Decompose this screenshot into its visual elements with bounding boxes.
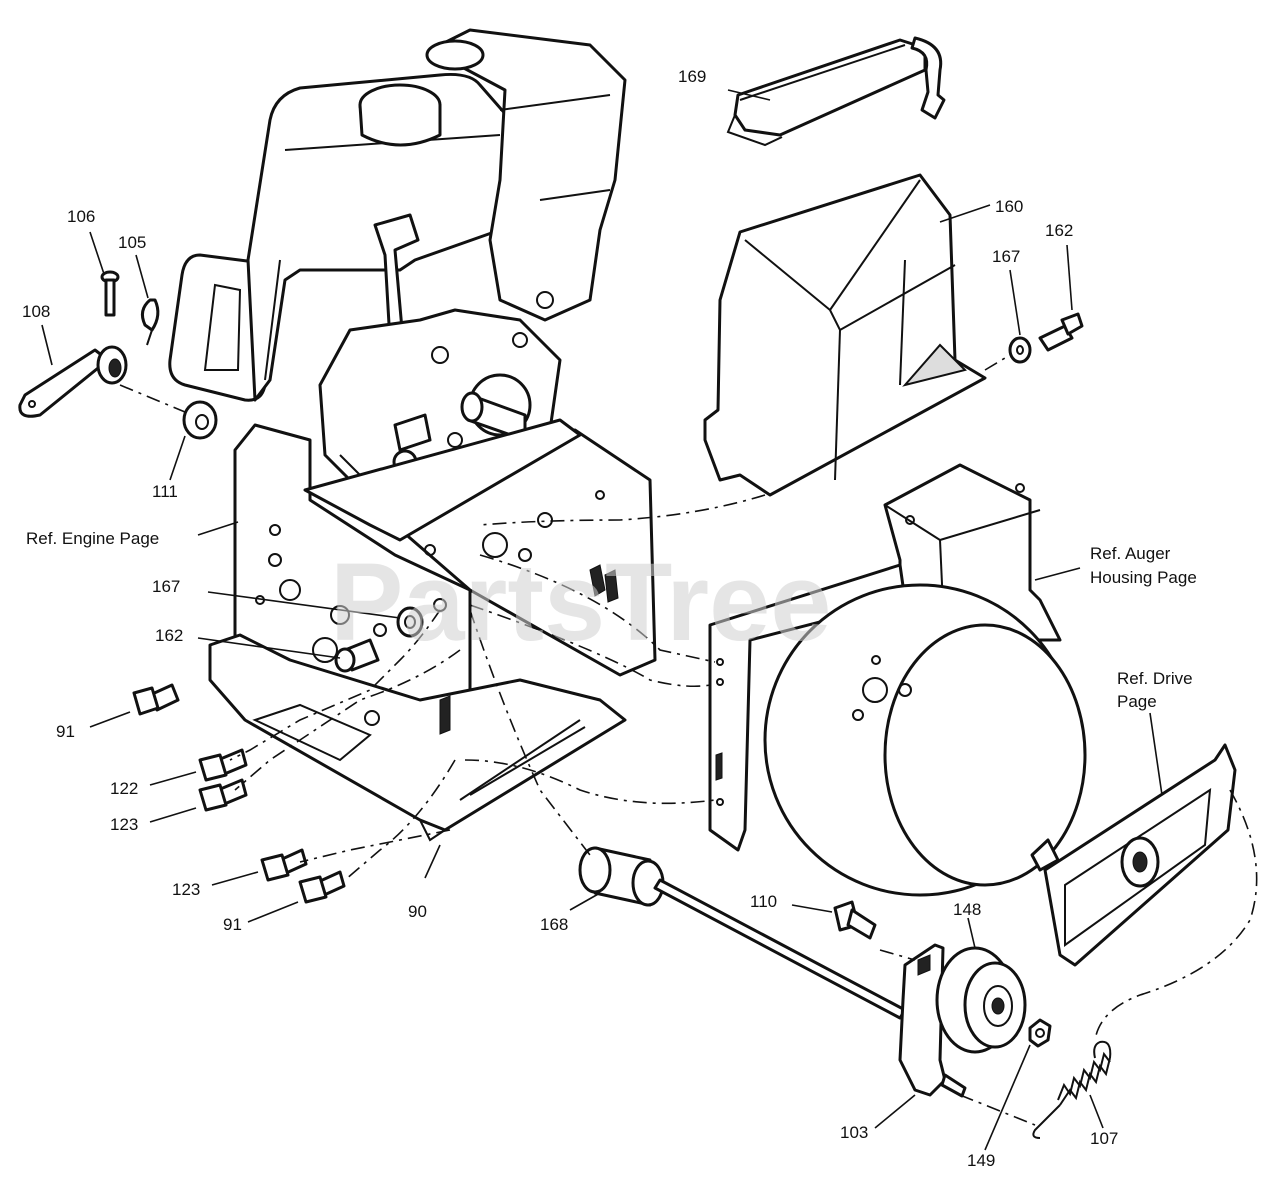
- idler-pulley-148: [935, 946, 1027, 1054]
- assembly-paths: [119, 354, 1258, 1126]
- label-169: 169: [678, 67, 706, 86]
- label-106: 106: [67, 207, 95, 226]
- washer-111: [182, 400, 218, 440]
- label-162-top: 162: [1045, 221, 1073, 240]
- label-148: 148: [953, 900, 981, 919]
- label-103: 103: [840, 1123, 868, 1142]
- label-90: 90: [408, 902, 427, 921]
- label-ref-auger-line2: Housing Page: [1090, 568, 1197, 587]
- label-123-lower: 123: [172, 880, 200, 899]
- label-149: 149: [967, 1151, 995, 1170]
- label-123-upper: 123: [110, 815, 138, 834]
- label-ref-drive-line1: Ref. Drive: [1117, 669, 1193, 688]
- engine: [168, 28, 627, 502]
- bolt-110: [833, 900, 877, 940]
- idler-rod: [653, 878, 907, 1020]
- drive-plate: [1030, 743, 1237, 967]
- spacer-168: [578, 846, 665, 907]
- label-91-left: 91: [56, 722, 75, 741]
- label-110: 110: [750, 892, 777, 911]
- label-160: 160: [995, 197, 1023, 216]
- washer-167-frame: [396, 606, 424, 638]
- nut-149: [1028, 1018, 1052, 1048]
- label-111: 111: [152, 482, 178, 501]
- label-91-lower: 91: [223, 915, 242, 934]
- hairpin-clip-105: [140, 298, 160, 346]
- leader-lines: [41, 89, 1163, 1151]
- frame-90: [208, 418, 657, 842]
- pin-106: [100, 270, 120, 317]
- belt-cover-169: [726, 36, 946, 147]
- bolt-91-left: [132, 683, 180, 716]
- part-labels: 169 160 162 167 106 105 108 111 Ref. Eng…: [22, 67, 1197, 1170]
- bolt-162-frame: [334, 638, 380, 673]
- bracket-108: [18, 345, 128, 418]
- label-105: 105: [118, 233, 146, 252]
- bolt-162-top: [1038, 312, 1084, 352]
- washer-167-top: [1008, 336, 1032, 364]
- bolt-122: [198, 748, 248, 782]
- auger-housing: [708, 463, 1087, 897]
- label-ref-drive-line2: Page: [1117, 692, 1157, 711]
- label-ref-engine-page: Ref. Engine Page: [26, 529, 159, 548]
- idler-bracket-103: [898, 943, 967, 1098]
- watermark: PartsTree: [330, 541, 831, 664]
- label-167-frame: 167: [152, 577, 180, 596]
- label-122: 122: [110, 779, 138, 798]
- label-108: 108: [22, 302, 50, 321]
- label-167-top: 167: [992, 247, 1020, 266]
- label-162-frame: 162: [155, 626, 183, 645]
- bolt-123-lower: [260, 848, 308, 882]
- label-107: 107: [1090, 1129, 1118, 1148]
- bolt-91-lower: [298, 870, 346, 904]
- bolt-123-upper: [198, 778, 248, 812]
- label-ref-auger-line1: Ref. Auger: [1090, 544, 1171, 563]
- label-168: 168: [540, 915, 568, 934]
- pulley-cover-160: [703, 173, 987, 497]
- spring-107: [1032, 1040, 1112, 1139]
